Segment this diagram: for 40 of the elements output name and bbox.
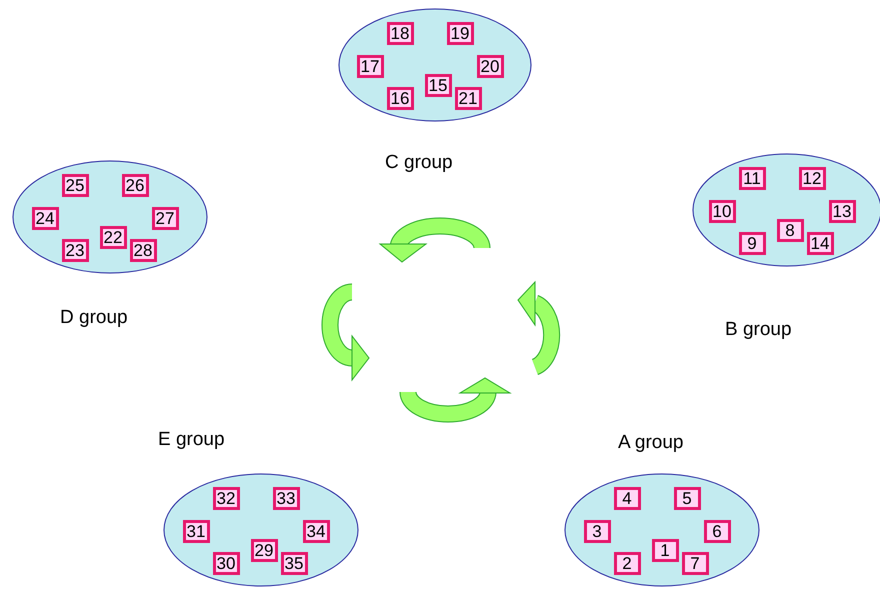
number-tag: 4 [614, 486, 640, 510]
number-tag: 25 [62, 174, 88, 196]
number-tag: 29 [250, 538, 278, 562]
number-tag: 22 [100, 226, 126, 248]
number-tag: 19 [446, 22, 474, 44]
number-tag: 2 [614, 552, 640, 574]
number-tag: 8 [776, 218, 804, 242]
number-tag: 10 [708, 200, 736, 222]
number-tag: 33 [272, 486, 300, 510]
group-label: B group [725, 319, 792, 341]
number-tag: 1 [652, 538, 678, 562]
number-tag: 13 [828, 200, 856, 222]
group-label: D group [60, 307, 128, 329]
number-tag: 12 [798, 166, 826, 190]
number-tag: 17 [356, 54, 384, 78]
number-tag: 6 [704, 520, 730, 542]
number-tag: 20 [476, 54, 504, 78]
group-label: E group [158, 429, 225, 451]
number-tag: 26 [122, 174, 148, 196]
number-tag: 21 [454, 86, 482, 110]
number-tag: 16 [386, 86, 414, 110]
number-tag: 23 [62, 238, 88, 262]
number-tag: 3 [584, 520, 610, 542]
number-tag: 28 [130, 238, 156, 262]
group-label: C group [385, 152, 453, 174]
number-tag: 34 [302, 520, 330, 542]
number-tag: 30 [212, 552, 240, 574]
number-tag: 11 [738, 166, 766, 190]
number-tag: 9 [738, 232, 766, 254]
number-tag: 14 [806, 232, 834, 254]
number-tag: 27 [152, 206, 178, 230]
number-tag: 7 [682, 552, 708, 574]
number-tag: 24 [32, 206, 58, 230]
number-tag: 31 [182, 520, 210, 542]
number-tag: 35 [280, 552, 308, 574]
number-tag: 18 [386, 22, 414, 44]
number-tag: 5 [674, 486, 700, 510]
number-tag: 15 [424, 74, 452, 96]
group-label: A group [618, 432, 684, 454]
number-tag: 32 [212, 486, 240, 510]
